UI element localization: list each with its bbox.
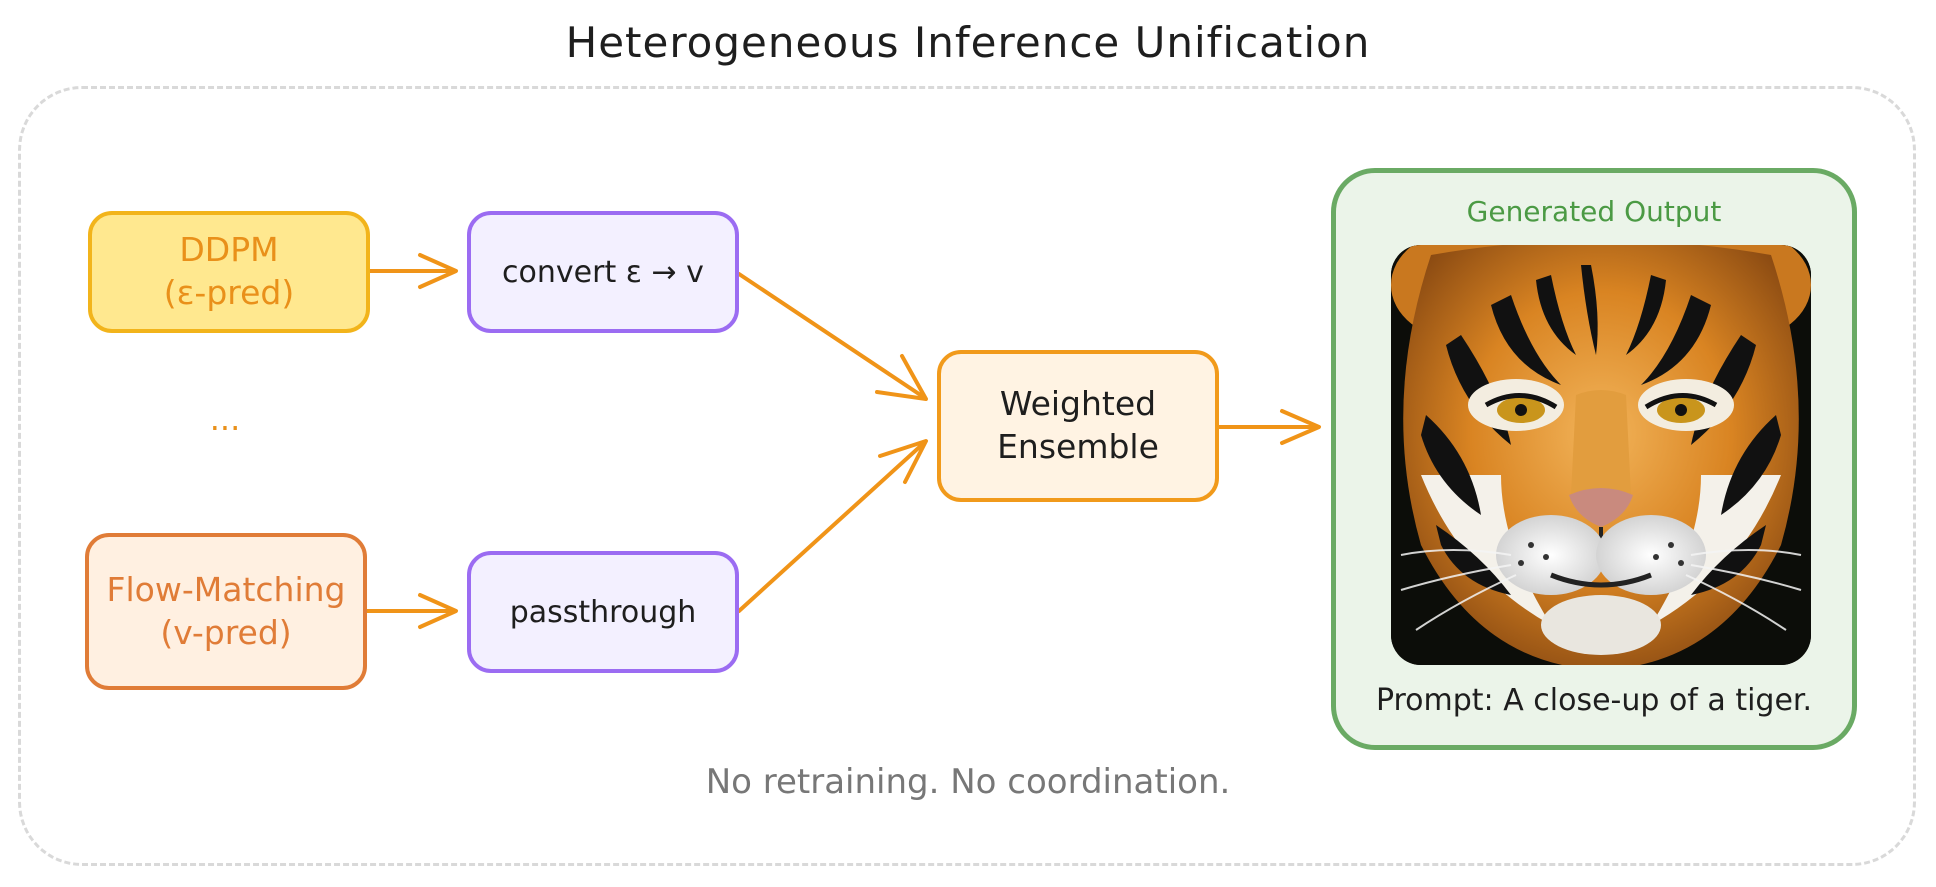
output-prompt: Prompt: A close-up of a tiger. (1375, 683, 1813, 718)
ddpm-label: DDPM (179, 230, 279, 270)
diagram-frame (18, 86, 1916, 866)
convert-node: convert ε → v (467, 211, 739, 333)
ensemble-label-line1: Weighted (999, 384, 1157, 424)
output-title: Generated Output (1466, 195, 1722, 228)
ellipsis: ... (209, 400, 241, 438)
generated-output-panel: Generated Output (1331, 168, 1857, 750)
ddpm-sublabel: (ε-pred) (163, 273, 295, 312)
ddpm-node: DDPM (ε-pred) (88, 211, 370, 333)
arrow-convert-to-ensemble (737, 272, 928, 401)
arrow-passthrough-to-ensemble (737, 439, 928, 613)
tiger-image (1391, 245, 1811, 665)
ensemble-label-line2: Ensemble (997, 427, 1159, 466)
convert-label: convert ε → v (502, 254, 704, 290)
arrow-flow-to-passthrough (365, 593, 458, 629)
passthrough-node: passthrough (467, 551, 739, 673)
footer-note: No retraining. No coordination. (705, 762, 1231, 802)
flow-matching-sublabel: (v-pred) (160, 612, 292, 652)
diagram-title: Heterogeneous Inference Unification (565, 18, 1371, 67)
arrow-ddpm-to-convert (368, 253, 458, 289)
arrow-ensemble-to-output (1217, 409, 1321, 445)
flow-matching-node: Flow-Matching (v-pred) (85, 533, 367, 690)
weighted-ensemble-node: Weighted Ensemble (937, 350, 1219, 502)
flow-matching-label: Flow-Matching (106, 569, 346, 609)
passthrough-label: passthrough (509, 594, 697, 630)
